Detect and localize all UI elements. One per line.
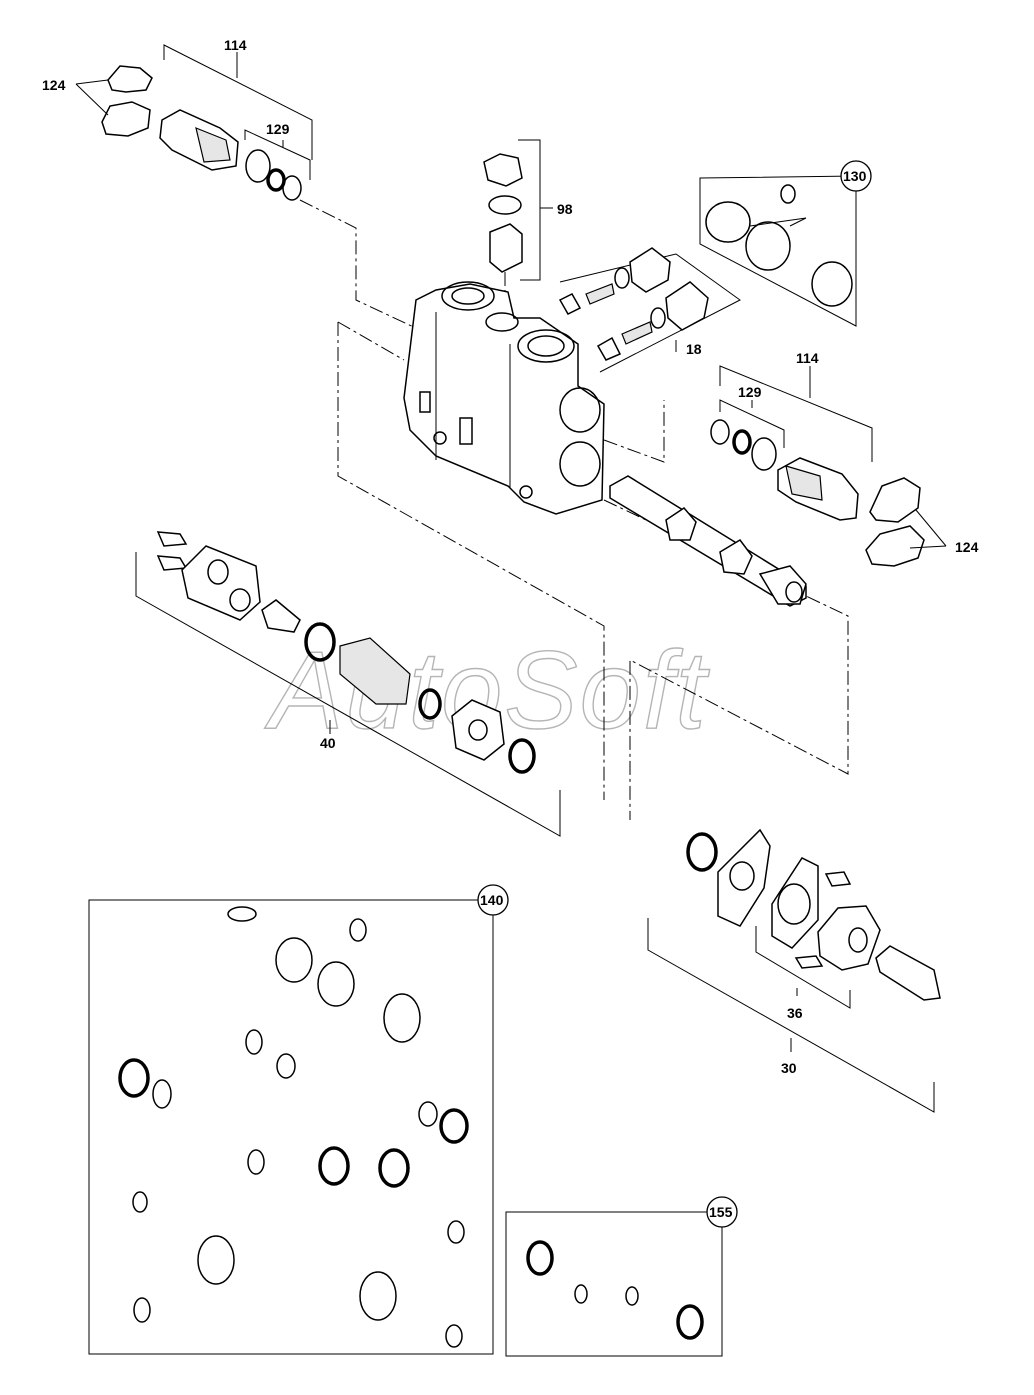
seal-kit-130[interactable] xyxy=(699,160,872,327)
callout-129-top-left: 129 xyxy=(266,121,290,137)
cap-assembly-30[interactable] xyxy=(647,828,941,1113)
main-valve-body[interactable] xyxy=(403,281,605,515)
o-ring[interactable] xyxy=(488,195,522,215)
callout-36: 36 xyxy=(787,1005,803,1021)
callout-18: 18 xyxy=(686,341,702,357)
callout-129-right: 129 xyxy=(738,384,762,400)
callout-130: 130 xyxy=(843,168,867,184)
callout-114-right: 114 xyxy=(796,350,819,366)
seal-kit-155[interactable] xyxy=(505,1196,738,1357)
check-valve-set-18[interactable] xyxy=(558,247,741,373)
spring-cap-assembly-40[interactable] xyxy=(135,531,561,837)
spool[interactable] xyxy=(609,475,807,607)
callout-114-top-left: 114 xyxy=(224,37,247,53)
callout-124-top-left: 124 xyxy=(42,77,66,93)
seal-kit-140[interactable] xyxy=(88,884,509,1355)
clamp-half-upper[interactable] xyxy=(107,65,153,93)
o-ring[interactable] xyxy=(282,175,302,201)
o-ring[interactable] xyxy=(245,149,271,183)
callout-140: 140 xyxy=(480,892,504,908)
plug[interactable] xyxy=(483,153,523,187)
relief-valve-assembly-top-left[interactable] xyxy=(75,44,421,331)
backup-ring[interactable] xyxy=(266,168,286,192)
callout-40: 40 xyxy=(320,735,336,751)
poppet[interactable] xyxy=(489,223,523,273)
relief-valve-assembly-right[interactable] xyxy=(710,365,947,567)
callout-124-right: 124 xyxy=(955,539,979,555)
callout-155: 155 xyxy=(709,1204,733,1220)
plug-set-98[interactable] xyxy=(483,139,553,310)
clamp-half-lower[interactable] xyxy=(101,101,151,137)
callout-98: 98 xyxy=(557,201,573,217)
callout-30: 30 xyxy=(781,1060,797,1076)
